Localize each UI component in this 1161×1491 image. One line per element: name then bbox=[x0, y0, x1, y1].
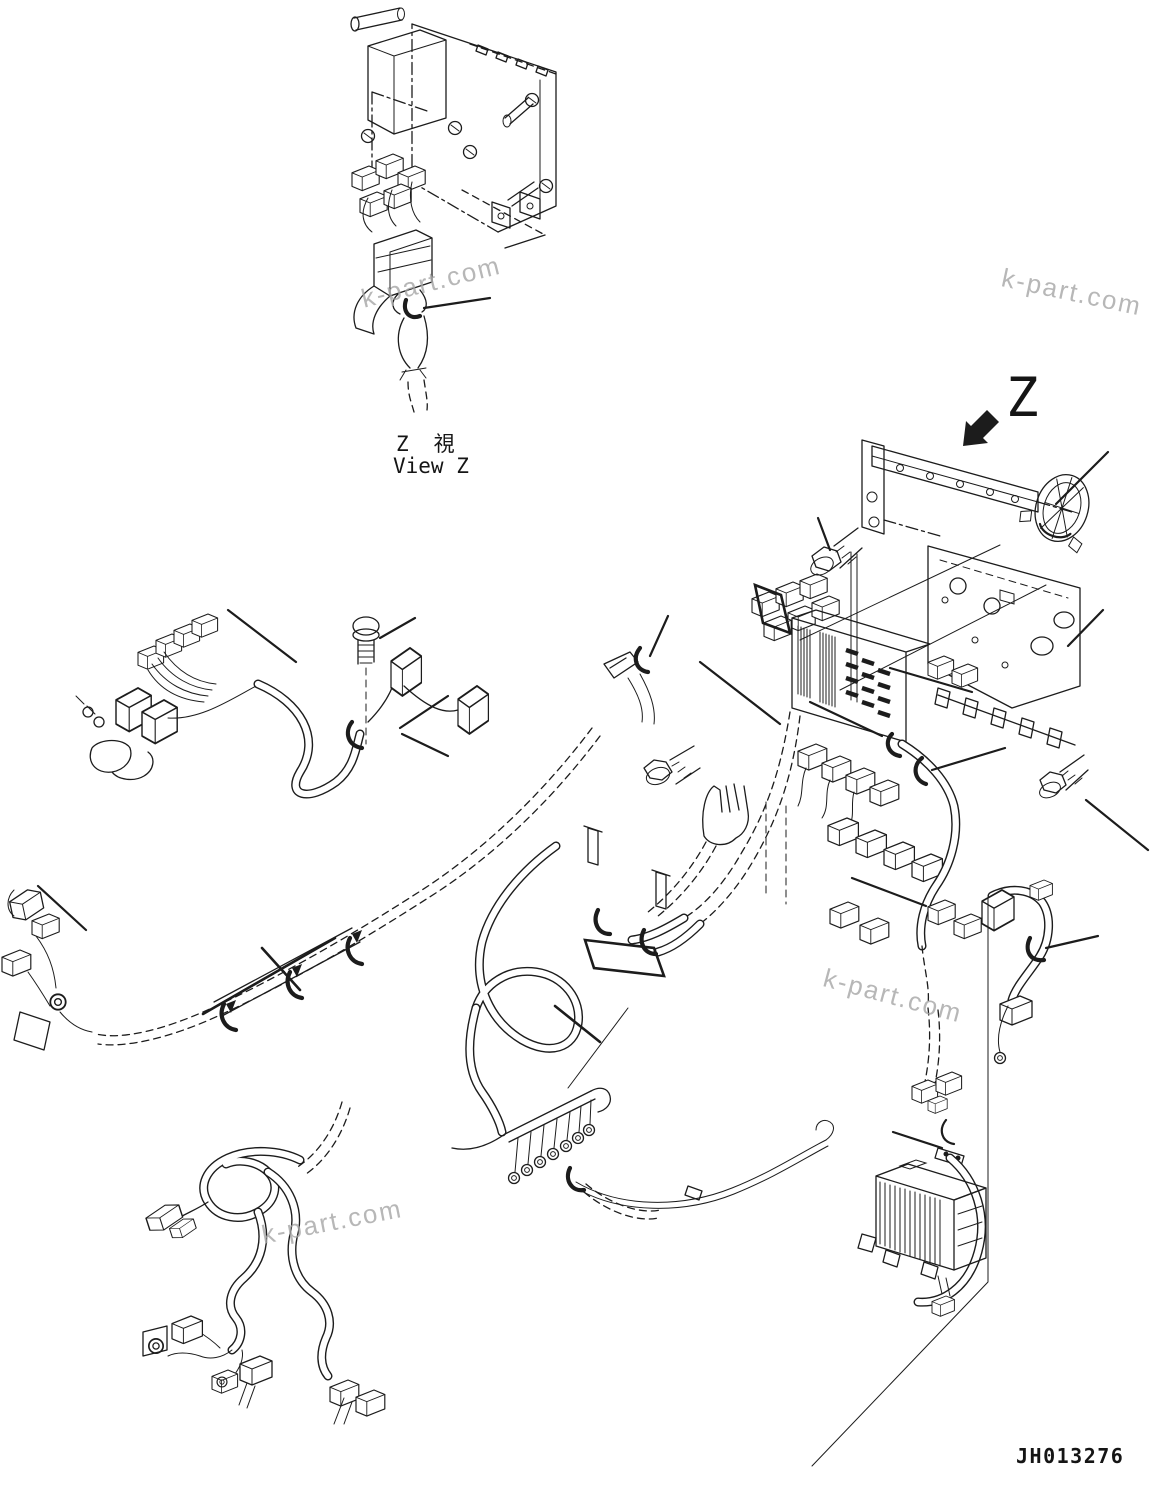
view-z-harness bbox=[351, 153, 433, 413]
resistor-assembly bbox=[811, 897, 989, 1467]
main-wiring-harness bbox=[95, 645, 982, 1137]
view-z-label-english: View Z bbox=[393, 454, 469, 478]
view-z-assembly bbox=[350, 7, 557, 249]
mounting-bracket-assembly bbox=[799, 439, 1081, 749]
fuse-relay-block bbox=[751, 551, 979, 905]
right-harness-connectors bbox=[981, 879, 1053, 1065]
bolt bbox=[1039, 754, 1089, 799]
bolt bbox=[810, 527, 863, 576]
drawing-number: JH013276 bbox=[1016, 1444, 1125, 1468]
z-direction-arrow bbox=[963, 410, 999, 446]
bottom-left-harness-branch bbox=[142, 1101, 386, 1425]
harness-sleeve-callout bbox=[201, 930, 362, 1016]
view-direction-letter: Z bbox=[1006, 366, 1039, 429]
leader-lines bbox=[36, 296, 1150, 1150]
left-relay-cluster bbox=[75, 613, 257, 781]
bolt bbox=[643, 745, 701, 786]
round-connector bbox=[1019, 474, 1090, 554]
view-z-label-japanese: Z 視 bbox=[396, 432, 457, 456]
bolt bbox=[352, 616, 380, 745]
ring-terminal-branch bbox=[451, 1087, 834, 1220]
left-end-connectors bbox=[1, 886, 93, 1051]
